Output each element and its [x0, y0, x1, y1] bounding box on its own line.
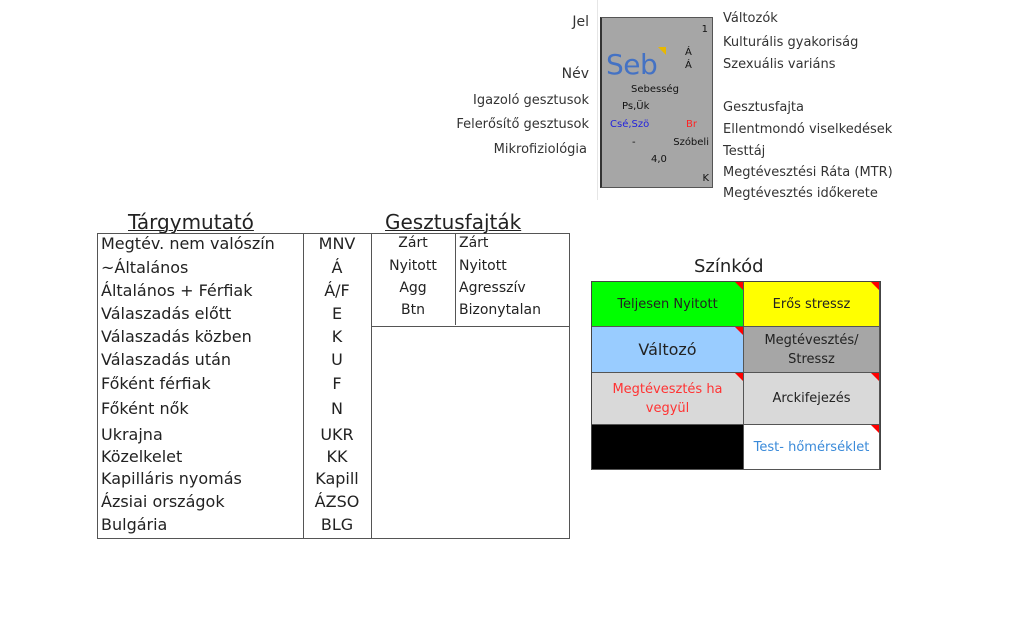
- color-code-cell: Megtévesztés ha vegyül: [592, 373, 744, 425]
- comment-flag-icon: [735, 373, 743, 381]
- card-body-area: Szóbeli: [673, 137, 709, 148]
- card-marker-icon: [658, 47, 666, 55]
- index-row-label: Ukrajna: [101, 425, 163, 444]
- index-row-label: Bulgária: [101, 515, 168, 534]
- card-micro: -: [632, 137, 636, 148]
- index-row-label: Válaszadás közben: [101, 327, 252, 346]
- gesture-row-label: Nyitott: [459, 258, 507, 274]
- card-gesture-type: Br: [686, 119, 697, 130]
- index-row-label: ~Általános: [101, 258, 189, 277]
- index-row-label: Megtév. nem valószín: [101, 234, 275, 253]
- gesture-row-abbr: Nyitott: [389, 258, 437, 274]
- legend-divider: [597, 0, 598, 200]
- index-row-abbr: Á/F: [324, 281, 350, 300]
- comment-flag-icon: [871, 425, 879, 433]
- index-row-abbr: F: [332, 374, 342, 393]
- color-code-cell: Arckifejezés: [744, 373, 880, 425]
- index-row-abbr: K: [331, 327, 343, 346]
- gesture-row-label: Agresszív: [459, 280, 526, 296]
- index-row-label: Kapilláris nyomás: [101, 469, 242, 488]
- legend-label-ellentmondo: Ellentmondó viselkedések: [723, 122, 893, 137]
- legend-label-igazolo: Igazoló gesztusok: [473, 93, 589, 108]
- color-code-title: Színkód: [694, 256, 764, 277]
- color-code-label: Arckifejezés: [772, 391, 851, 406]
- comment-flag-icon: [735, 327, 743, 335]
- legend-label-mikrofiziologia: Mikrofiziológia: [493, 142, 587, 157]
- index-row-abbr: U: [331, 350, 343, 369]
- index-row-abbr: ÁZSO: [314, 492, 360, 511]
- legend-label-jel: Jel: [572, 14, 589, 30]
- index-row-label: Válaszadás előtt: [101, 304, 232, 323]
- gesture-row-abbr: Btn: [401, 302, 425, 318]
- gesture-row-label: Zárt: [459, 235, 489, 251]
- legend-label-kulturalis: Kulturális gyakoriság: [723, 35, 859, 50]
- legend-label-felerosito: Felerősítő gesztusok: [456, 117, 589, 132]
- gesture-column-divider-left: [371, 234, 372, 538]
- index-row-abbr: BLG: [320, 515, 354, 534]
- index-row-label: Válaszadás után: [101, 350, 232, 369]
- index-column-divider: [303, 234, 304, 538]
- index-row-abbr: Á: [331, 258, 343, 277]
- color-code-cell: Változó: [592, 327, 744, 373]
- card-name: Sebesség: [631, 84, 679, 95]
- card-abbrev: Seb: [606, 48, 658, 81]
- legend-label-nev: Név: [561, 66, 589, 82]
- gestures-title: Gesztusfajták: [385, 210, 522, 234]
- gesture-table-bottom-line: [371, 326, 569, 327]
- color-code-cell: Teljesen Nyitott: [592, 282, 744, 327]
- index-row-label: Általános + Férfiak: [101, 281, 253, 300]
- card-timeframe: K: [702, 173, 709, 184]
- card-rate: 4,0: [651, 154, 667, 165]
- color-code-label: Teljesen Nyitott: [617, 296, 718, 312]
- comment-flag-icon: [735, 282, 743, 290]
- color-code-cell: Test- hőmérséklet: [744, 425, 880, 470]
- color-code-label: Erős stressz: [772, 296, 851, 312]
- legend-label-mtr: Megtévesztési Ráta (MTR): [723, 165, 893, 180]
- card-sexual: Á: [685, 60, 692, 71]
- card-confirming: Ps,Ük: [622, 101, 650, 112]
- index-row-abbr: E: [331, 304, 343, 323]
- index-row-label: Főként férfiak: [101, 374, 211, 393]
- legend-label-valtozok: Változók: [723, 11, 778, 26]
- color-code-cell: [592, 425, 744, 470]
- legend-sample-card: 1 Seb Á Á Sebesség Ps,Ük Csé,Szö Br - Sz…: [600, 17, 713, 188]
- index-row-abbr: N: [331, 399, 343, 418]
- legend-label-gesztusfajta: Gesztusfajta: [723, 100, 804, 115]
- color-code-label: Változó: [638, 340, 697, 359]
- index-row-label: Főként nők: [101, 399, 189, 418]
- card-cultural: Á: [685, 47, 692, 58]
- color-code-cell: Erős stressz: [744, 282, 880, 327]
- color-code-label: Test- hőmérséklet: [753, 439, 870, 455]
- legend-label-idokeret: Megtévesztés időkerete: [723, 186, 878, 201]
- index-title: Tárgymutató: [128, 210, 254, 234]
- card-amplifying: Csé,Szö: [610, 119, 650, 130]
- index-table: Megtév. nem valószín MNV ~Általános Á Általá…: [97, 233, 570, 539]
- legend-label-testtaj: Testtáj: [723, 144, 766, 159]
- index-row-label: Közelkelet: [101, 447, 183, 466]
- color-code-label: Megtévesztés/ Stressz: [764, 332, 859, 367]
- index-row-abbr: Kapill: [315, 469, 359, 488]
- card-number: 1: [701, 24, 708, 35]
- index-row-label: Ázsiai országok: [101, 492, 225, 511]
- index-row-abbr: MNV: [318, 234, 356, 253]
- gesture-row-abbr: Agg: [399, 280, 427, 296]
- gesture-row-label: Bizonytalan: [459, 302, 541, 318]
- color-code-label: Megtévesztés ha vegyül: [612, 381, 723, 416]
- gesture-column-divider-right: [455, 234, 456, 325]
- index-row-abbr: UKR: [320, 425, 354, 444]
- comment-flag-icon: [871, 282, 879, 290]
- index-row-abbr: KK: [326, 447, 348, 466]
- legend-label-szexualis: Szexuális variáns: [723, 57, 836, 72]
- color-code-cell: Megtévesztés/ Stressz: [744, 327, 880, 373]
- comment-flag-icon: [871, 373, 879, 381]
- gesture-row-abbr: Zárt: [398, 235, 428, 251]
